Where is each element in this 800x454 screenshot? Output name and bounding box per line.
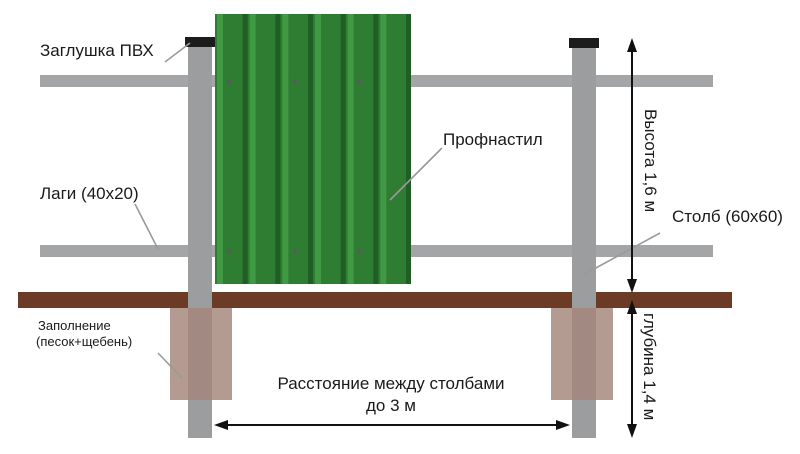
sheet-rib-highlight bbox=[249, 14, 256, 284]
sheet-rib-highlight bbox=[282, 14, 289, 284]
left-post-cap bbox=[185, 37, 215, 47]
depth-label: глубина 1,4 м bbox=[640, 313, 659, 420]
sheet-screw bbox=[226, 248, 232, 254]
fill-label-line2: (песок+щебень) bbox=[36, 334, 132, 349]
sheet-rib-shadow bbox=[242, 14, 248, 284]
distance-arrow-right bbox=[556, 420, 570, 430]
sheet-rib-shadow bbox=[340, 14, 346, 284]
depth-arrow-bottom bbox=[627, 424, 637, 438]
leader-lines bbox=[134, 42, 661, 379]
height-arrow-bottom bbox=[627, 279, 637, 293]
post-leader bbox=[582, 232, 661, 276]
right-footing bbox=[551, 308, 613, 400]
sheet-rib-shadow bbox=[373, 14, 379, 284]
depth-dimension bbox=[627, 300, 637, 438]
sheet-rib-shadow bbox=[308, 14, 313, 284]
left-footing bbox=[170, 308, 232, 400]
height-dimension bbox=[627, 38, 637, 293]
distance-label-line1: Расстояние между столбами bbox=[277, 374, 504, 393]
sheet-rib-highlight bbox=[315, 14, 321, 284]
fill-leader bbox=[157, 352, 183, 379]
distance-label-line2: до 3 м bbox=[366, 396, 416, 415]
depth-arrow-top bbox=[627, 300, 637, 314]
sheet-rib-shadow bbox=[275, 14, 281, 284]
sheet-ribs bbox=[217, 14, 411, 284]
corrugated-sheet bbox=[215, 14, 411, 284]
height-arrow-top bbox=[627, 38, 637, 52]
height-label: Высота 1,6 м bbox=[641, 109, 660, 212]
sheet-screw bbox=[292, 248, 298, 254]
rails-label: Лаги (40х20) bbox=[40, 184, 139, 203]
rails-leader bbox=[134, 203, 159, 250]
sheet-screw bbox=[356, 78, 362, 84]
sheet-screw bbox=[356, 248, 362, 254]
distance-dimension bbox=[214, 420, 570, 430]
sheet-rib-highlight bbox=[347, 14, 354, 284]
cap-label: Заглушка ПВХ bbox=[40, 41, 154, 60]
fill-label-line1: Заполнение bbox=[38, 318, 111, 333]
sheet-rib-highlight bbox=[217, 14, 223, 284]
sheet-rib-highlight bbox=[380, 14, 387, 284]
sheet-label: Профнастил bbox=[443, 130, 543, 149]
sheet-rib-shadow bbox=[406, 14, 411, 284]
sheet-leader bbox=[389, 147, 443, 201]
distance-arrow-left bbox=[214, 420, 228, 430]
ground-line bbox=[18, 292, 732, 308]
sheet-screw bbox=[292, 78, 298, 84]
right-post-cap bbox=[569, 38, 599, 48]
sheet-screw bbox=[226, 78, 232, 84]
post-label: Столб (60х60) bbox=[672, 207, 783, 226]
sheet-screws bbox=[226, 78, 362, 254]
cap-leader bbox=[164, 42, 191, 63]
